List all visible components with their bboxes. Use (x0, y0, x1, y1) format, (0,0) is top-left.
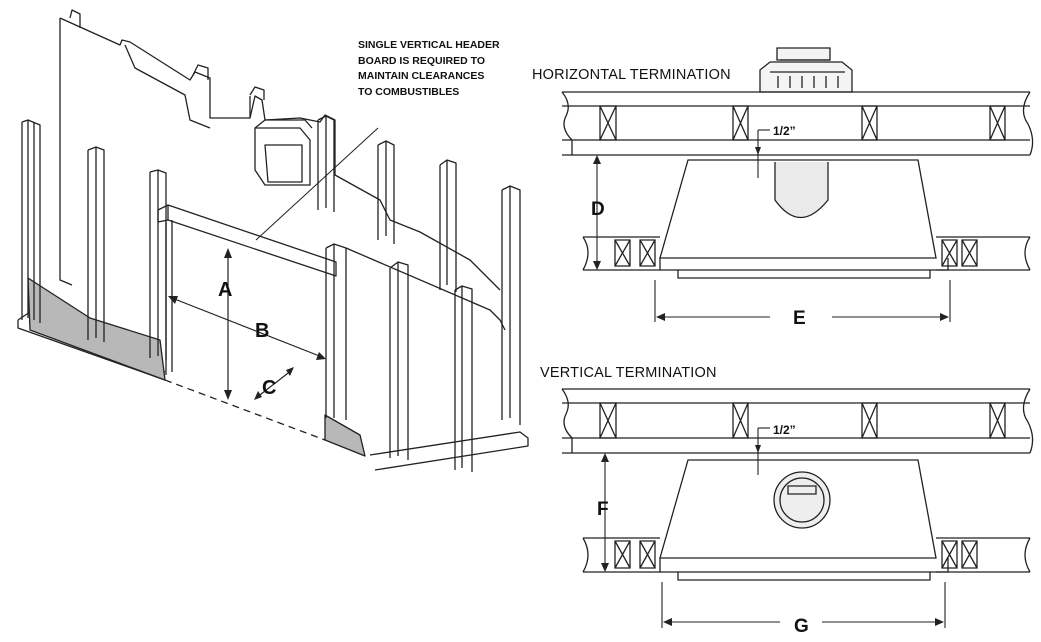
shaded-end-right (324, 414, 366, 457)
note-line-2: BOARD IS REQUIRED TO (358, 54, 485, 67)
vertical-dimensions (601, 427, 946, 628)
header-board (157, 204, 337, 277)
header-board-note: SINGLE VERTICAL HEADER BOARD IS REQUIRED… (358, 38, 500, 100)
note-line-4: TO COMBUSTIBLES (358, 85, 460, 98)
vertical-gap-label: 1/2” (773, 423, 796, 437)
note-leader-line (255, 127, 379, 241)
label-e: E (793, 308, 806, 329)
note-line-3: MAINTAIN CLEARANCES (358, 70, 485, 82)
label-d: D (591, 199, 605, 220)
label-b: B (255, 320, 269, 342)
floor-dashed-line (164, 379, 326, 441)
horizontal-termination-drawing (561, 47, 1034, 279)
label-g: G (794, 616, 809, 637)
back-wall-outline (59, 17, 501, 291)
label-f: F (597, 499, 609, 520)
horizontal-dimensions (593, 129, 951, 322)
stud-group-right (249, 96, 521, 472)
note-line-1: SINGLE VERTICAL HEADER (358, 39, 500, 51)
upper-opening (254, 127, 311, 186)
label-a: A (218, 279, 232, 301)
horizontal-gap-label: 1/2” (773, 124, 796, 138)
vertical-termination-title: VERTICAL TERMINATION (540, 365, 717, 381)
vertical-termination-drawing (561, 388, 1034, 581)
label-c: C (262, 377, 276, 399)
framing-dimensions (168, 248, 326, 400)
horizontal-termination-title: HORIZONTAL TERMINATION (532, 67, 731, 83)
